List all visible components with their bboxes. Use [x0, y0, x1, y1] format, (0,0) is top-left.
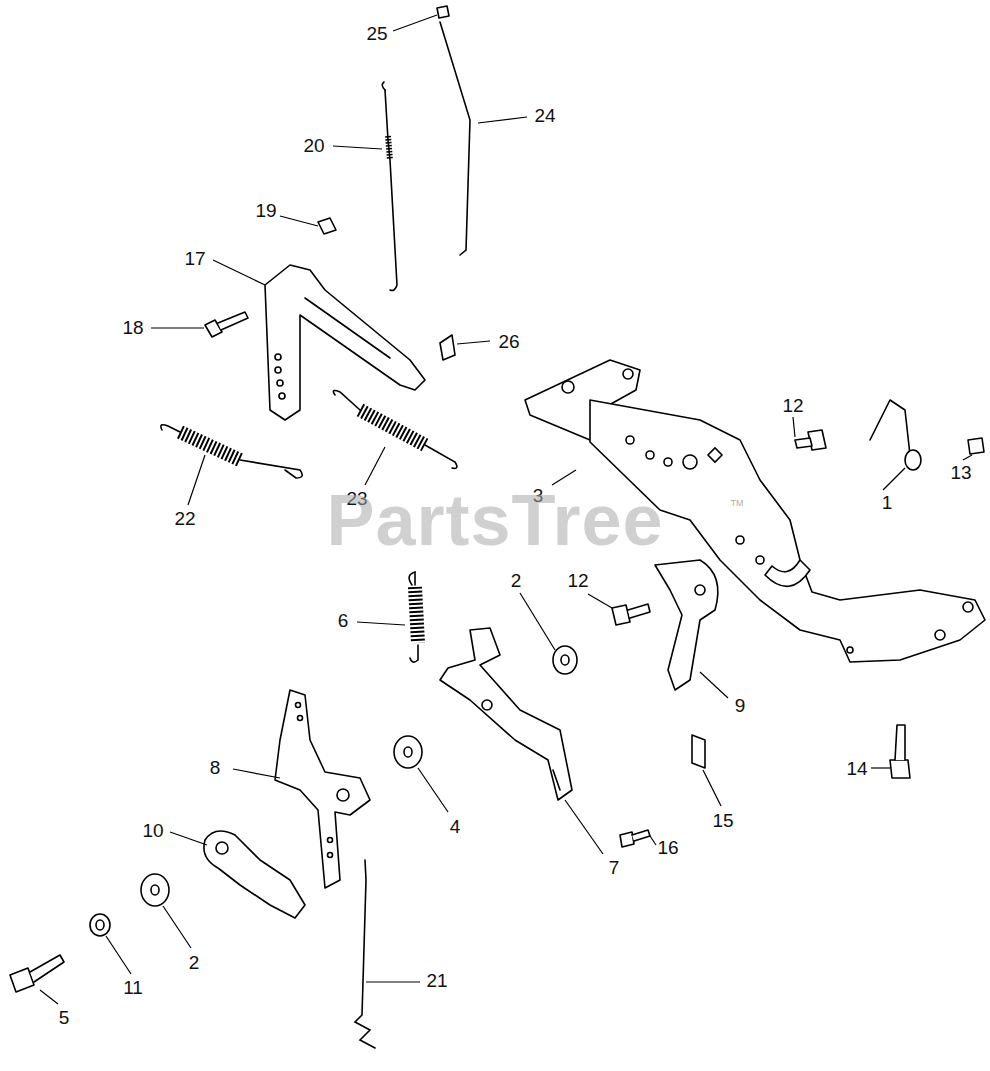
- callout-number: 2: [189, 953, 200, 972]
- callout-number: 16: [657, 838, 678, 857]
- callout-number: 25: [366, 24, 387, 43]
- trademark-mark: TM: [731, 499, 744, 508]
- callout-number: 20: [303, 136, 324, 155]
- callout-number: 6: [338, 611, 349, 630]
- callout-number: 17: [184, 249, 205, 268]
- watermark: PartsTree: [326, 484, 663, 556]
- callout-number: 13: [950, 463, 971, 482]
- callout-number: 11: [123, 978, 143, 997]
- callout-number: 21: [426, 971, 447, 990]
- callout-number: 8: [210, 758, 221, 777]
- callout-number: 5: [59, 1008, 70, 1027]
- callout-number: 2: [511, 571, 522, 590]
- callout-number: 18: [122, 318, 143, 337]
- callout-number: 4: [450, 817, 461, 836]
- callout-number: 12: [782, 396, 803, 415]
- callout-number: 10: [142, 821, 163, 840]
- callout-number: 9: [735, 696, 746, 715]
- callout-number: 1: [882, 493, 893, 512]
- callout-number: 19: [255, 201, 276, 220]
- callout-number: 14: [846, 759, 867, 778]
- callout-number: 12: [567, 571, 588, 590]
- callout-number: 24: [534, 106, 555, 125]
- callout-number: 15: [712, 811, 733, 830]
- callout-number: 26: [498, 332, 519, 351]
- callout-number: 22: [174, 509, 195, 528]
- callout-number: 7: [609, 858, 620, 877]
